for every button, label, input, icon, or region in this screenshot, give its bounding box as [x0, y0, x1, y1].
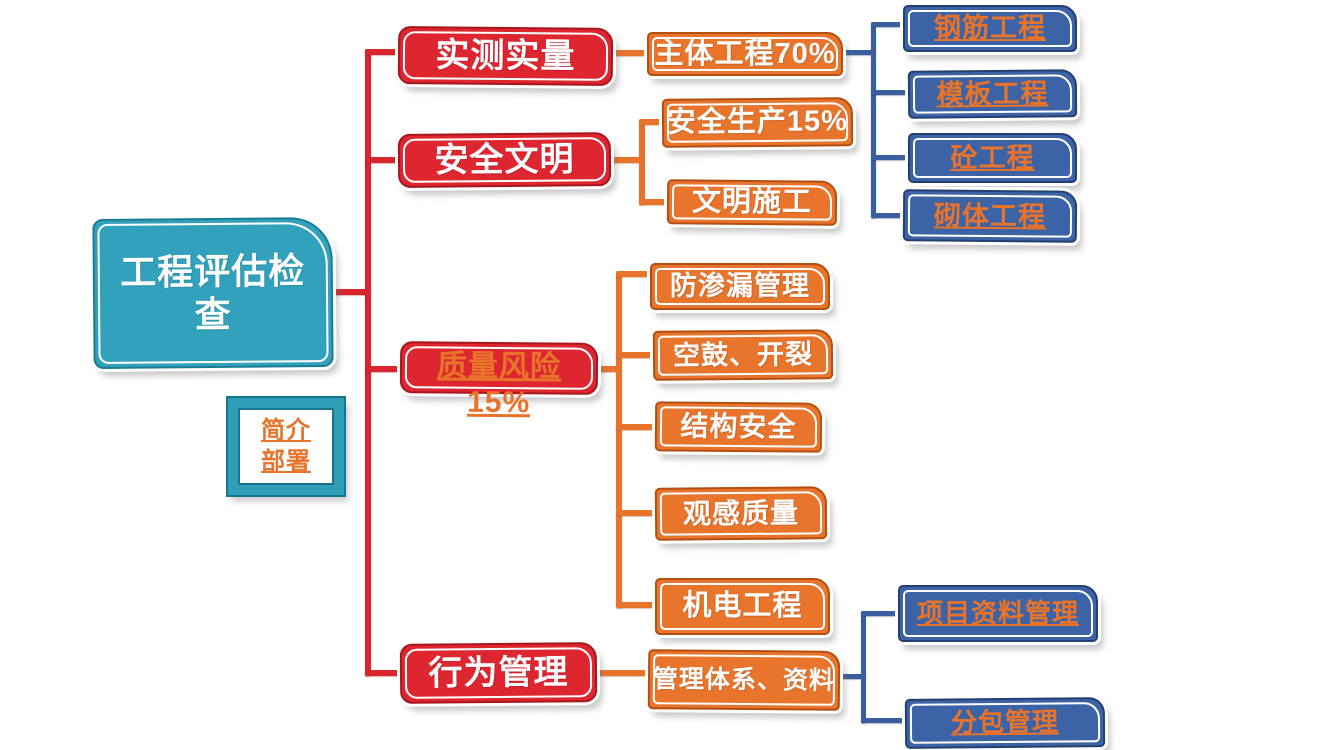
node-label: 防渗漏管理 [670, 271, 810, 302]
node-masonry-works[interactable]: 砌体工程 [902, 189, 1078, 243]
connector-docs-stub [861, 611, 901, 616]
connector-safety-stub-2 [639, 199, 670, 205]
node-label: 空鼓、开裂 [672, 339, 814, 371]
node-label: 工程评估检查 [120, 250, 306, 336]
node-structural-safety: 结构安全 [654, 401, 823, 453]
connector-formwork-stub [871, 90, 911, 95]
connector-quality-stub-2 [616, 352, 656, 358]
connector-behavior-system [595, 670, 651, 676]
connector-subcontract-stub [861, 718, 908, 723]
node-label: 安全文明 [434, 139, 575, 180]
intro-link[interactable]: 简介 [261, 416, 311, 444]
node-safe-production-15: 安全生产15% [661, 97, 854, 148]
connector-red-stub-3 [365, 366, 403, 372]
node-label: 主体工程70% [654, 37, 836, 70]
connector-quality-stub-1 [616, 271, 653, 277]
node-rebar-works[interactable]: 钢筋工程 [903, 5, 1077, 52]
node-label: 文明施工 [691, 185, 813, 219]
connector-red-stub-1 [365, 49, 401, 55]
deploy-link[interactable]: 部署 [261, 447, 311, 475]
connector-bottom-bracket-v [861, 611, 866, 723]
project-docs-link[interactable]: 项目资料管理 [916, 597, 1079, 628]
node-label: 机电工程 [682, 590, 803, 623]
node-main-structure-70: 主体工程70% [647, 32, 843, 76]
node-leakage-prevention: 防渗漏管理 [650, 263, 830, 310]
node-intro-deploy: 简介 部署 [228, 398, 344, 495]
node-hollow-cracking: 空鼓、开裂 [652, 329, 834, 381]
connector-masonry-stub [871, 213, 905, 218]
node-label: 安全生产15% [666, 105, 849, 139]
connector-quality-stub-5 [616, 602, 658, 608]
connector-main-bracket-in [841, 50, 876, 55]
connector-quality-stub-3 [616, 424, 658, 430]
node-quality-risk[interactable]: 质量风险15% [399, 341, 599, 419]
subcontract-link[interactable]: 分包管理 [950, 706, 1060, 738]
connector-top-bracket-v [871, 22, 876, 218]
connector-quality-stub-4 [616, 510, 658, 516]
connector-quality-bracket-in [596, 366, 622, 372]
node-actual-measurement: 实测实量 [397, 26, 614, 86]
node-label: 行为管理 [428, 652, 569, 693]
node-mep-works: 机电工程 [655, 578, 830, 635]
connector-safety-bracket-in [608, 157, 644, 163]
formwork-works-link[interactable]: 模板工程 [936, 78, 1049, 110]
connector-red-stub-2 [365, 157, 401, 163]
connector-concrete-stub [871, 155, 911, 160]
concrete-works-link[interactable]: 砼工程 [950, 142, 1035, 173]
connector-safety-stub-1 [639, 119, 665, 125]
quality-risk-link[interactable]: 质量风险15% [436, 349, 562, 420]
node-formwork-works[interactable]: 模板工程 [907, 69, 1078, 119]
node-root-project-evaluation: 工程评估检查 [92, 216, 334, 370]
connector-measure-main [611, 50, 649, 56]
node-label: 结构安全 [680, 410, 797, 443]
node-civilized-construction: 文明施工 [666, 179, 838, 226]
node-label: 观感质量 [682, 497, 800, 530]
node-concrete-works[interactable]: 砼工程 [908, 133, 1077, 183]
connector-rebar-stub [871, 22, 905, 27]
connector-safety-bracket-v [639, 119, 645, 205]
connector-system-bracket-in [838, 674, 866, 679]
node-visual-quality: 观感质量 [654, 486, 828, 541]
connector-root-trunk [333, 289, 371, 295]
node-label: 实测实量 [435, 35, 576, 76]
node-management-system-docs: 管理体系、资料 [647, 649, 841, 711]
connector-red-stub-4 [365, 670, 403, 676]
node-project-docs-management[interactable]: 项目资料管理 [898, 585, 1098, 642]
masonry-works-link[interactable]: 砌体工程 [933, 200, 1047, 232]
node-label: 管理体系、资料 [652, 665, 836, 695]
node-subcontract-management[interactable]: 分包管理 [904, 697, 1106, 749]
rebar-works-link[interactable]: 钢筋工程 [934, 13, 1046, 44]
connector-red-trunk [365, 49, 371, 676]
connector-quality-bracket-v [616, 271, 622, 608]
node-safety-civilization: 安全文明 [397, 132, 612, 188]
node-behavior-management: 行为管理 [399, 642, 598, 704]
